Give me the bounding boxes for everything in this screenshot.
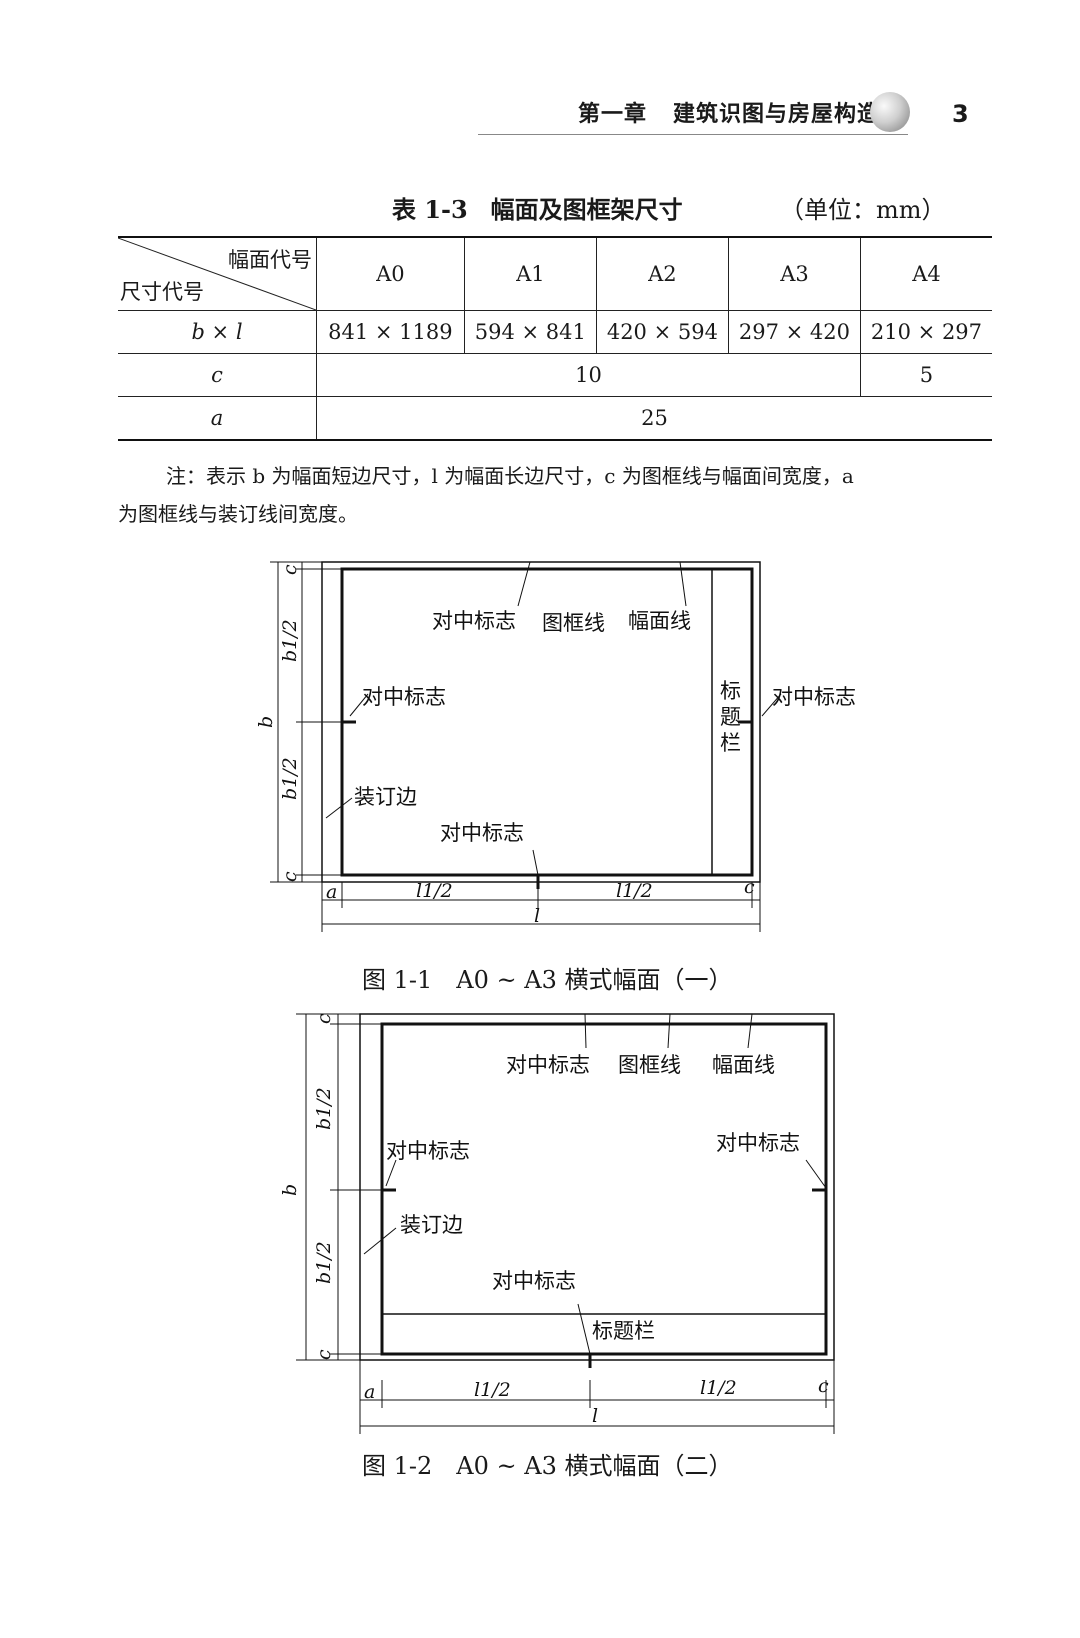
fig1-dim-l: l — [534, 905, 540, 927]
col-header: A0 — [316, 236, 465, 311]
fig2-label-sheet-line: 幅面线 — [712, 1053, 775, 1077]
fig1-label-center-mark-left: 对中标志 — [362, 685, 446, 709]
fig2-dim-c-right: c — [818, 1375, 829, 1397]
col-header: A1 — [463, 236, 597, 311]
table-cell: 594 × 841 — [463, 310, 597, 354]
fig1-label-sheet-line: 幅面线 — [628, 609, 691, 633]
fig1-dim-b1-half-top: b1/2 — [279, 619, 301, 662]
page-number: 3 — [952, 100, 969, 128]
note-line-1: 注：表示 b 为幅面短边尺寸，l 为幅面长边尺寸，c 为图框线与幅面间宽度，a — [166, 464, 854, 488]
col-header: A3 — [727, 236, 861, 311]
table-cell: 297 × 420 — [727, 310, 861, 354]
fig1-dim-a: a — [326, 881, 337, 903]
chapter-label: 第一章 — [578, 102, 648, 127]
running-header: 第一章 建筑识图与房屋构造 — [578, 96, 880, 128]
header-rule — [478, 134, 908, 135]
fig1-label-center-mark-bottom: 对中标志 — [440, 821, 524, 845]
diagonal-line — [118, 238, 316, 310]
fig2-dim-b: b — [279, 1184, 301, 1196]
fig2-label-center-mark-top: 对中标志 — [506, 1053, 590, 1077]
fig1-label-title-block-3: 栏 — [720, 731, 741, 755]
fig2-label-binding-edge: 装订边 — [400, 1213, 463, 1237]
fig2-dim-l1-half-left: l1/2 — [474, 1379, 511, 1401]
table-note: 注：表示 b 为幅面短边尺寸，l 为幅面长边尺寸，c 为图框线与幅面间宽度，a … — [118, 457, 998, 533]
table-cell: 210 × 297 — [859, 310, 992, 354]
fig2-dim-l1-half-right: l1/2 — [700, 1377, 737, 1399]
fig2-dim-l: l — [592, 1405, 598, 1427]
fig2-dim-c-top: c — [313, 1013, 335, 1024]
diag-top-label: 幅面代号 — [228, 248, 312, 272]
fig2-sheet-line — [359, 1013, 835, 1361]
fig1-label-title-block-2: 题 — [720, 705, 741, 729]
table-row: b × l 841 × 1189 594 × 841 420 × 594 297… — [118, 310, 992, 354]
fig2-label-center-mark-right: 对中标志 — [716, 1131, 800, 1155]
table-number: 表 1-3 — [392, 195, 468, 224]
diagonal-header-cell: 幅面代号 尺寸代号 — [118, 236, 317, 311]
row-label: b × l — [118, 310, 317, 354]
table-row: c 10 5 — [118, 353, 992, 397]
fig1-label-frame-line: 图框线 — [542, 611, 605, 635]
spec-table-wrap: 幅面代号 尺寸代号 A0 A1 A2 A3 A4 b × l 841 × 118… — [118, 236, 992, 441]
fig2-label-frame-line: 图框线 — [618, 1053, 681, 1077]
table-cell: 420 × 594 — [595, 310, 729, 354]
spec-table: 幅面代号 尺寸代号 A0 A1 A2 A3 A4 b × l 841 × 118… — [118, 236, 992, 441]
header-sphere-icon — [870, 92, 910, 132]
fig1-dim-l1-half-right: l1/2 — [616, 880, 653, 902]
fig2-label-title-block: 标题栏 — [592, 1319, 655, 1343]
table-caption: 幅面及图框架尺寸 — [490, 195, 683, 224]
fig1-dim-l1-half-left: l1/2 — [416, 880, 453, 902]
fig2-dim-b1-half-bottom: b1/2 — [313, 1241, 335, 1284]
figure-2-caption: 图 1-2 A0 ~ A3 横式幅面（二） — [362, 1452, 733, 1480]
fig1-dim-b1-half-bottom: b1/2 — [279, 757, 301, 800]
fig1-label-binding-edge: 装订边 — [354, 785, 417, 809]
fig1-dim-b: b — [255, 716, 277, 728]
fig1-label-center-mark-right: 对中标志 — [772, 685, 856, 709]
fig1-label-title-block-1: 标 — [720, 679, 741, 703]
col-header: A4 — [859, 236, 992, 311]
table-unit: （单位：mm） — [780, 196, 946, 224]
table-cell-merged: 10 — [316, 353, 861, 397]
fig1-dim-c-bottom: c — [279, 871, 301, 882]
table-cell-merged: 25 — [316, 396, 992, 441]
row-label: c — [118, 353, 317, 397]
fig2-dim-b1-half-top: b1/2 — [313, 1087, 335, 1130]
table-row: a 25 — [118, 396, 992, 441]
table-title: 表 1-3 幅面及图框架尺寸 — [392, 190, 683, 225]
diag-bottom-label: 尺寸代号 — [120, 280, 204, 304]
fig1-dim-c-right: c — [744, 876, 755, 898]
note-line-2: 为图框线与装订线间宽度。 — [118, 502, 358, 526]
fig1-label-center-mark-top: 对中标志 — [432, 609, 516, 633]
table-header-row: 幅面代号 尺寸代号 A0 A1 A2 A3 A4 — [118, 236, 992, 311]
fig2-dim-c-bottom: c — [313, 1349, 335, 1360]
chapter-title: 建筑识图与房屋构造 — [673, 102, 881, 127]
row-label: a — [118, 396, 317, 441]
figure-1-caption: 图 1-1 A0 ~ A3 横式幅面（一） — [362, 966, 733, 994]
fig1-dim-c-top: c — [279, 564, 301, 575]
table-cell: 5 — [859, 353, 992, 397]
fig2-dim-a: a — [364, 1381, 375, 1403]
table-cell: 841 × 1189 — [316, 310, 465, 354]
fig2-label-center-mark-left: 对中标志 — [386, 1139, 470, 1163]
fig2-label-center-mark-bottom: 对中标志 — [492, 1269, 576, 1293]
